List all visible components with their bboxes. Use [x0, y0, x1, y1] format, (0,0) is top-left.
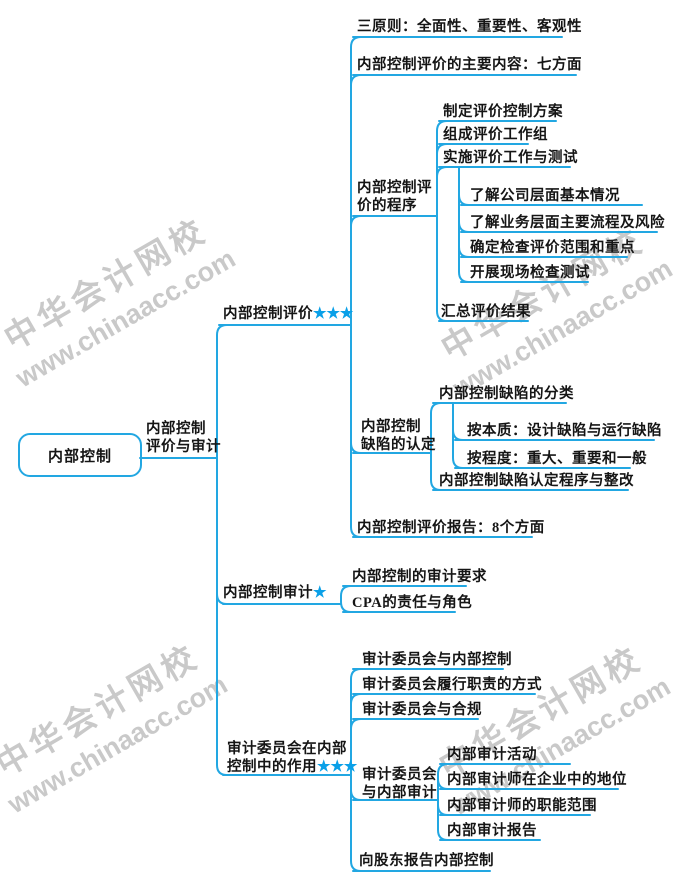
node-evaluation-main-content: 内部控制评价的主要内容：七方面	[357, 57, 582, 73]
node-label-line: 与内部审计	[362, 784, 437, 801]
node-internal-control-evaluation: 内部控制评价★★★	[223, 306, 353, 324]
node-label-line: 缺陷的认定	[361, 436, 436, 453]
node-label-line: 内部控制	[146, 421, 206, 437]
committee-branch-connectors	[350, 668, 536, 872]
node-label-line: 审计委员会在内部	[227, 741, 347, 757]
node-deficiency-identification: 内部控制 缺陷的认定	[361, 419, 436, 454]
node-committee-and-internal-control: 审计委员会与内部控制	[362, 652, 512, 668]
node-auditor-scope: 内部审计师的职能范围	[447, 798, 597, 814]
node-internal-control-audit: 内部控制审计★	[223, 585, 326, 603]
deficiency-branch-connectors	[430, 402, 655, 491]
node-by-degree: 按程度：重大、重要和一般	[467, 451, 647, 467]
node-label-line: 评价与审计	[146, 438, 221, 455]
node-determine-scope-and-focus: 确定检查评价范围和重点	[470, 240, 635, 256]
branch-main-connectors	[139, 324, 352, 776]
node-internal-audit-report: 内部审计报告	[447, 823, 537, 839]
audit-branch-connectors	[340, 585, 467, 613]
node-understand-business-level: 了解业务层面主要流程及风险	[470, 215, 665, 231]
procedure-branch-connectors	[436, 120, 571, 322]
node-by-nature: 按本质：设计缺陷与运行缺陷	[467, 423, 662, 439]
stars-rating: ★★★	[313, 306, 354, 322]
node-deficiency-procedure-rectification: 内部控制缺陷认定程序与整改	[439, 473, 634, 489]
node-onsite-inspection-testing: 开展现场检查测试	[470, 265, 590, 281]
internal-audit-branch-connectors	[437, 763, 619, 841]
node-internal-audit-activities: 内部审计活动	[447, 747, 537, 763]
node-audit-committee-role: 审计委员会在内部 控制中的作用★★★	[227, 741, 357, 776]
node-understand-company-level: 了解公司层面基本情况	[470, 188, 620, 204]
node-summarize-results: 汇总评价结果	[441, 304, 531, 320]
node-three-principles: 三原则：全面性、重要性、客观性	[357, 19, 582, 35]
node-evaluation-procedure: 内部控制评 价的程序	[357, 180, 432, 215]
node-label-line: 内部控制	[361, 419, 421, 435]
node-label-line: 价的程序	[357, 197, 417, 214]
node-label-line: 内部控制评	[357, 180, 432, 196]
node-label-line: 审计委员会	[362, 767, 437, 783]
node-committee-and-compliance: 审计委员会与合规	[362, 702, 482, 718]
node-committee-and-internal-audit: 审计委员会 与内部审计	[362, 767, 437, 802]
stars-rating: ★	[313, 585, 327, 601]
node-label: 控制中的作用	[227, 758, 317, 775]
implementation-branch-connectors	[458, 166, 658, 283]
node-evaluation-report: 内部控制评价报告：8个方面	[357, 520, 545, 536]
stars-rating: ★★★	[317, 758, 358, 775]
node-committee-duty-methods: 审计委员会履行职责的方式	[362, 677, 542, 693]
node-make-evaluation-plan: 制定评价控制方案	[443, 104, 563, 120]
node-form-working-group: 组成评价工作组	[443, 127, 548, 143]
node-report-to-shareholders: 向股东报告内部控制	[359, 853, 494, 869]
node-label-line: 控制中的作用★★★	[227, 759, 357, 777]
node-evaluation-and-audit: 内部控制 评价与审计	[146, 421, 221, 456]
node-auditor-status: 内部审计师在企业中的地位	[447, 772, 627, 788]
node-label: 内部控制评价	[223, 306, 313, 322]
node-cpa-responsibility: CPA的责任与角色	[352, 595, 473, 611]
node-internal-control: 内部控制	[18, 433, 142, 477]
node-implement-evaluation-and-testing: 实施评价工作与测试	[443, 150, 578, 166]
node-deficiency-classification: 内部控制缺陷的分类	[439, 386, 574, 402]
evaluation-branch-connectors	[350, 36, 577, 538]
node-label: 内部控制审计	[223, 585, 313, 601]
node-audit-requirements: 内部控制的审计要求	[352, 569, 487, 585]
